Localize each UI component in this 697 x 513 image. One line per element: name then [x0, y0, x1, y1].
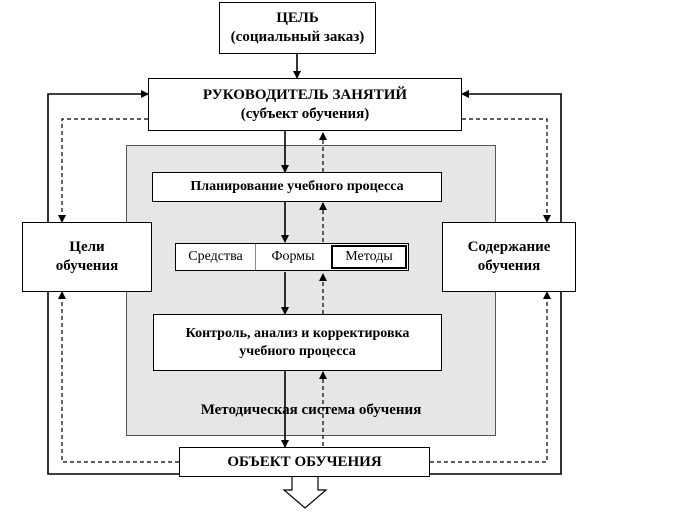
- dashed-teacher-to-goals: [58, 118, 148, 223]
- goal-subtitle: (социальный заказ): [230, 29, 365, 45]
- content-box: Содержание обучения: [442, 222, 576, 292]
- output-hollow-arrow: [282, 475, 328, 509]
- planning-box: Планирование учебного процесса: [152, 172, 442, 202]
- teacher-box: РУКОВОДИТЕЛЬ ЗАНЯТИЙ (субъект обучения): [148, 78, 462, 131]
- teacher-title: РУКОВОДИТЕЛЬ ЗАНЯТИЙ: [202, 86, 408, 103]
- means-methods: Методы: [331, 245, 407, 269]
- control-box: Контроль, анализ и корректировка учебног…: [153, 314, 442, 371]
- goal-title: ЦЕЛЬ: [276, 10, 319, 27]
- dashed-teacher-to-content: [462, 118, 551, 223]
- control-line2: учебного процесса: [239, 343, 356, 359]
- goals-learning-box: Цели обучения: [22, 222, 152, 292]
- method-system-label: Методическая система обучения: [200, 402, 422, 418]
- dashed-object-to-goals: [58, 291, 179, 463]
- planning-label: Планирование учебного процесса: [190, 179, 404, 195]
- control-line1: Контроль, анализ и корректировка: [185, 326, 410, 341]
- goal-box: ЦЕЛЬ (социальный заказ): [219, 2, 376, 54]
- goals-learning-line1: Цели: [69, 239, 105, 256]
- means-forms: Формы: [271, 249, 315, 264]
- object-box: ОБЪЕКТ ОБУЧЕНИЯ: [179, 447, 430, 477]
- goals-learning-line2: обучения: [55, 258, 119, 274]
- content-line1: Содержание: [467, 239, 551, 256]
- object-label: ОБЪЕКТ ОБУЧЕНИЯ: [227, 453, 382, 470]
- teacher-subtitle: (субъект обучения): [240, 105, 370, 122]
- means-tools: Средства: [176, 244, 256, 270]
- means-row: Средства Формы Методы: [175, 243, 409, 271]
- dashed-object-to-content: [430, 291, 551, 463]
- content-line2: обучения: [477, 258, 541, 274]
